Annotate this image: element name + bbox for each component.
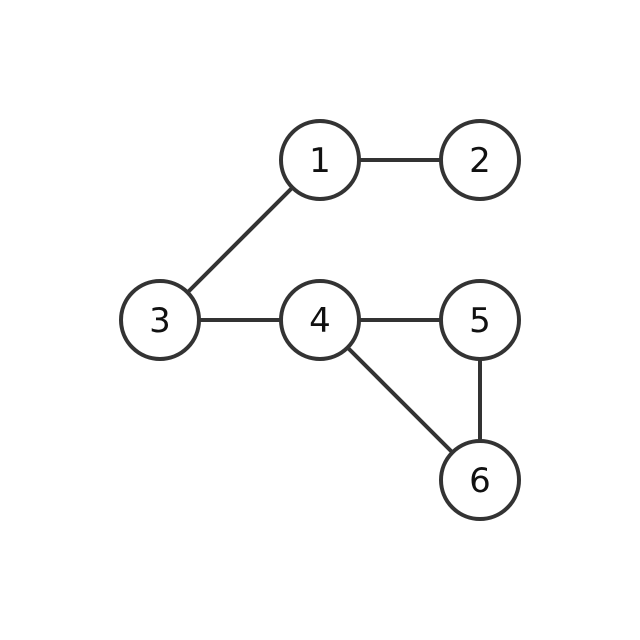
- node-3: 3: [119, 279, 201, 361]
- node-2-circle: [439, 119, 521, 201]
- node-5-label: 5: [469, 301, 491, 341]
- node-4-label: 4: [309, 301, 331, 341]
- node-1-circle: [279, 119, 361, 201]
- node-2-label: 2: [469, 141, 491, 181]
- node-4: 4: [279, 279, 361, 361]
- node-6-label: 6: [469, 461, 491, 501]
- nodes-layer: 1 2 3 4 5 6: [119, 119, 521, 521]
- node-1: 1: [279, 119, 361, 201]
- node-5: 5: [439, 279, 521, 361]
- node-6-circle: [439, 439, 521, 521]
- node-2: 2: [439, 119, 521, 201]
- node-4-circle: [279, 279, 361, 361]
- node-1-label: 1: [309, 141, 331, 181]
- node-5-circle: [439, 279, 521, 361]
- node-3-label: 3: [149, 301, 171, 341]
- node-6: 6: [439, 439, 521, 521]
- node-3-circle: [119, 279, 201, 361]
